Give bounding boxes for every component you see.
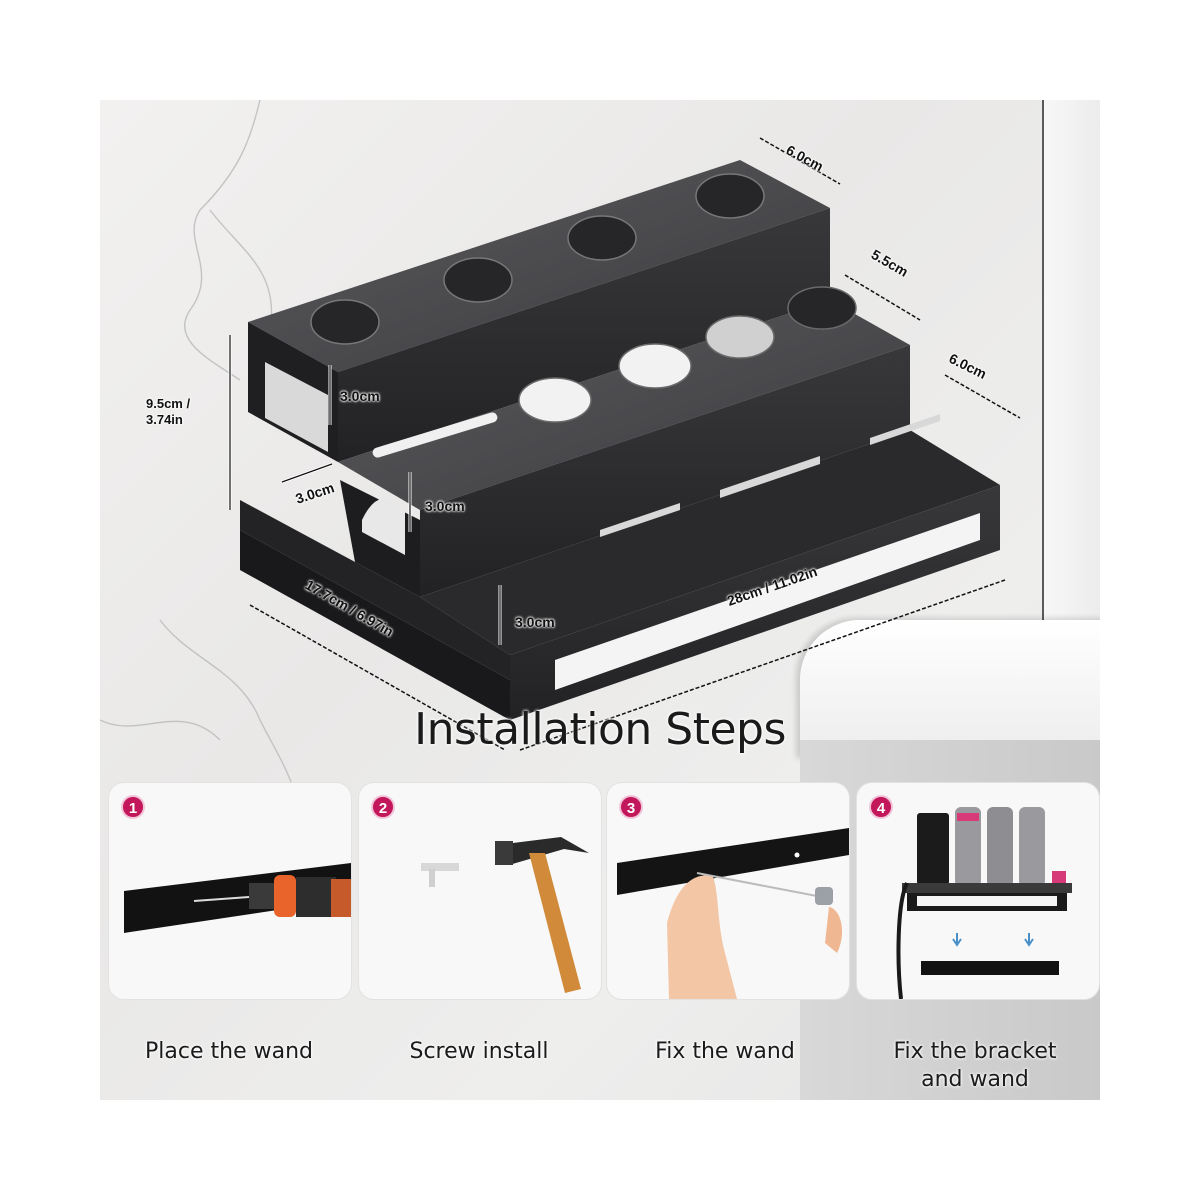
rack-illustration	[228, 137, 1021, 751]
step-label-4: Fix the bracket and wand	[850, 1038, 1100, 1094]
product-image-panel: 6.0cm 5.5cm 6.0cm 9.5cm / 3.74in 3.0cm 3…	[100, 100, 1100, 1100]
drill-icon	[124, 863, 351, 933]
dim-total-height-cm: 9.5cm /	[146, 396, 191, 411]
wall-corner	[1042, 100, 1100, 700]
step-card-4: 4	[856, 782, 1100, 1000]
step-card-3: 3	[606, 782, 850, 1000]
dim-total-height: 9.5cm / 3.74in	[146, 396, 190, 428]
step-card-2: 2	[358, 782, 602, 1000]
step-number-badge: 1	[121, 795, 145, 819]
hammer-icon	[421, 837, 589, 993]
dim-total-height-in: 3.74in	[146, 412, 183, 427]
step-number-badge: 2	[371, 795, 395, 819]
step-card-1: 1	[108, 782, 352, 1000]
step-label-4-line2: and wand	[921, 1067, 1029, 1092]
step-number-badge: 3	[619, 795, 643, 819]
step-label-2: Screw install	[409, 1039, 549, 1064]
sink-counter	[800, 620, 1100, 760]
dim-step-height-bottom: 3.0cm	[515, 614, 555, 630]
step-label-4-line1: Fix the bracket	[893, 1039, 1057, 1064]
step-label-1: Place the wand	[145, 1039, 313, 1064]
installation-steps-heading: Installation Steps	[414, 704, 786, 755]
step-number-badge: 4	[869, 795, 893, 819]
dim-step-height-top: 3.0cm	[340, 388, 380, 404]
rack-mounted-icon	[896, 807, 1072, 999]
dim-step-height-middle: 3.0cm	[425, 498, 465, 514]
screwdriver-icon	[617, 828, 849, 999]
step-label-3: Fix the wand	[655, 1039, 795, 1064]
